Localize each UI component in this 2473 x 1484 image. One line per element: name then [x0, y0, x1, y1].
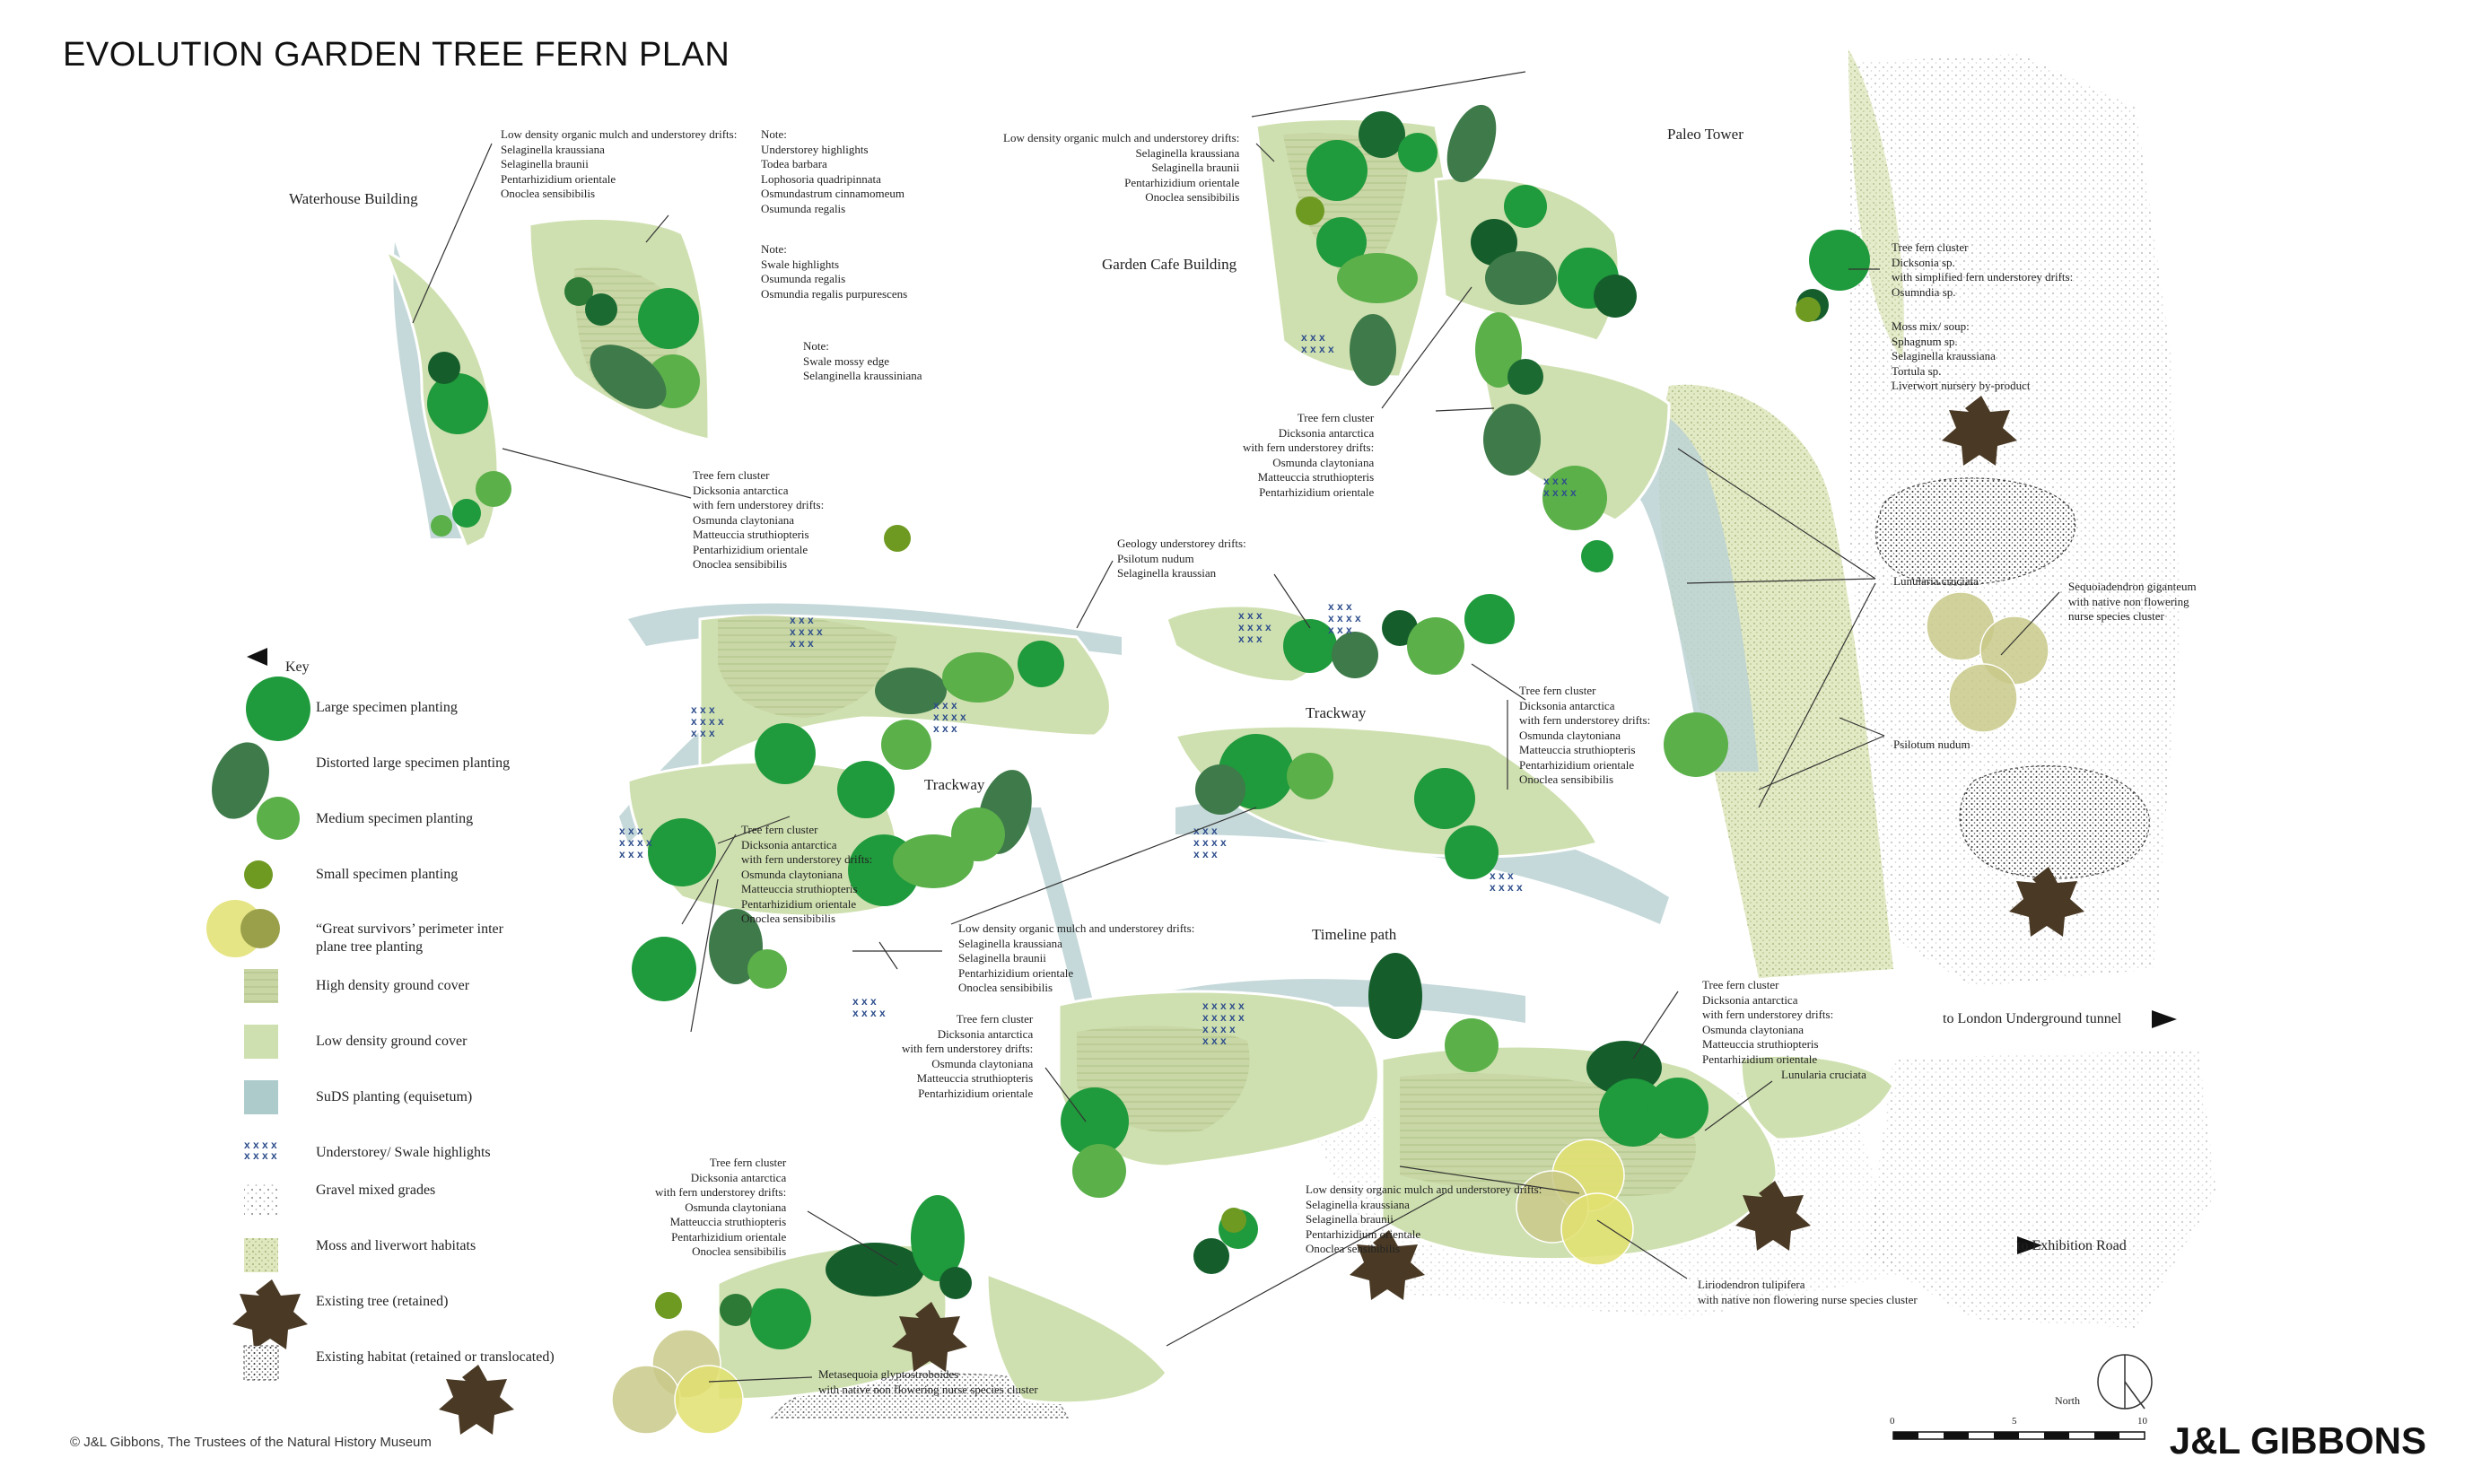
svg-text:x x x: x x x — [933, 699, 957, 711]
note-metasequoia: Metasequoia glyptostroboides with native… — [818, 1367, 1038, 1396]
note-moss-mix: Moss mix/ soup: Sphagnum sp. Selaginella… — [1892, 319, 2031, 392]
brand-logo: J&L GIBBONS — [2169, 1419, 2426, 1462]
small-specimens — [655, 196, 1821, 1319]
place-paleo-tower: Paleo Tower — [1667, 126, 1743, 143]
svg-text:x x x x: x x x x — [1238, 621, 1271, 633]
scale-bar — [1892, 1431, 2145, 1440]
key-item-existing-habitat: Existing habitat (retained or translocat… — [316, 1349, 555, 1365]
note-lunularia-south: Lunularia cruciata — [1781, 1068, 1866, 1081]
note-swale-mossy-edge: Note: Swale mossy edge Selanginella krau… — [803, 339, 922, 382]
specimen-plantings — [427, 104, 1870, 1349]
note-geology-understorey: Geology understorey drifts: Psilotum nud… — [1117, 537, 1246, 580]
svg-text:x x x x: x x x x — [1543, 486, 1577, 499]
svg-text:x x x: x x x — [1328, 600, 1352, 613]
existing-habitat-areas — [770, 477, 2150, 1419]
note-cafe-mulch: Low density organic mulch and understore… — [1003, 131, 1240, 204]
svg-text:x x x x: x x x x — [852, 1007, 886, 1019]
svg-text:x x x x: x x x x — [244, 1139, 277, 1151]
copyright-notice: © J&L Gibbons, The Trustees of the Natur… — [70, 1435, 432, 1450]
note-timeline-east-tree-fern: Tree fern cluster Dicksonia antarctica w… — [1702, 978, 1834, 1066]
note-paleo-tree-fern: Tree fern cluster Dicksonia sp. with sim… — [1892, 240, 2074, 299]
direction-exhibition-road: to Exhibition Road — [2017, 1238, 2127, 1253]
note-swale-highlights: Note: Swale highlights Osumunda regalis … — [761, 242, 908, 301]
key-item-high-density: High density ground cover — [316, 978, 470, 993]
existing-trees — [439, 396, 2084, 1435]
note-trackway-mulch: Low density organic mulch and understore… — [958, 921, 1195, 994]
key-item-gravel: Gravel mixed grades — [316, 1183, 436, 1198]
direction-london-underground: to London Underground tunnel — [1943, 1011, 2122, 1026]
note-trackway-west-tree-fern: Tree fern cluster Dicksonia antarctica w… — [741, 823, 873, 925]
swale-highlights: x x xx x x xx x x x x xx x x xx x x x x … — [619, 331, 1577, 1047]
svg-text:x x x x: x x x x — [1193, 836, 1227, 849]
svg-text:x x x x: x x x x — [244, 1149, 277, 1162]
svg-text:x x x: x x x — [1490, 869, 1514, 882]
svg-text:x x x x x: x x x x x — [1202, 1011, 1245, 1024]
scale-label-10: 10 — [2137, 1416, 2147, 1427]
svg-text:x x x: x x x — [1193, 825, 1218, 837]
note-lunularia-north: Lunularia cruciata — [1893, 574, 1979, 588]
note-waterhouse-mulch: Low density organic mulch and understore… — [501, 127, 738, 200]
svg-text:x x x x: x x x x — [1301, 343, 1334, 355]
key-item-survivors: “Great survivors’ perimeter inter plane … — [316, 921, 503, 955]
svg-text:x x x: x x x — [1238, 633, 1263, 645]
key-item-small: Small specimen planting — [316, 867, 459, 882]
key-item-large: Large specimen planting — [316, 700, 458, 715]
svg-text:x x x x: x x x x — [1202, 1023, 1236, 1035]
survivor-clusters — [611, 591, 2049, 1435]
svg-text:x x x: x x x — [790, 614, 814, 626]
svg-text:x x x: x x x — [619, 825, 643, 837]
svg-text:x x x x: x x x x — [1490, 881, 1523, 894]
svg-text:x x x x x: x x x x x — [1202, 1000, 1245, 1012]
svg-text:x x x: x x x — [1301, 331, 1325, 344]
svg-text:x x x: x x x — [619, 848, 643, 860]
key-item-low-density: Low density ground cover — [316, 1034, 468, 1049]
leader-lines — [412, 71, 2060, 1383]
svg-text:x x x x: x x x x — [1328, 612, 1361, 624]
place-trackway-west: Trackway — [924, 776, 985, 793]
note-trackway-tree-fern: Tree fern cluster Dicksonia antarctica w… — [1519, 684, 1651, 786]
svg-text:x x x: x x x — [852, 995, 877, 1008]
svg-text:x x x: x x x — [691, 703, 715, 716]
note-sequoiadendron: Sequoiadendron giganteum with native non… — [2068, 580, 2197, 623]
key-item-existing-tree: Existing tree (retained) — [316, 1294, 449, 1309]
svg-text:x x x: x x x — [1202, 1034, 1227, 1047]
key-item-suds: SuDS planting (equisetum) — [316, 1089, 473, 1104]
north-arrow — [2097, 1354, 2153, 1410]
key-item-distorted: Distorted large specimen planting — [316, 755, 511, 771]
scale-label-0: 0 — [1890, 1416, 1895, 1427]
key-heading: Key — [285, 659, 310, 675]
key-item-moss: Moss and liverwort habitats — [316, 1238, 476, 1253]
key-item-medium: Medium specimen planting — [316, 811, 474, 826]
note-southwest-tree-fern: Tree fern cluster Dicksonia antarctica w… — [655, 1156, 787, 1258]
note-understorey-highlights: Note: Understorey highlights Todea barba… — [761, 127, 904, 215]
page-title: EVOLUTION GARDEN TREE FERN PLAN — [63, 36, 730, 74]
note-cafe-tree-fern: Tree fern cluster Dicksonia antarctica w… — [1243, 411, 1375, 499]
place-timeline-path: Timeline path — [1312, 926, 1397, 943]
key-symbols: x x x x x x x x — [206, 648, 310, 1381]
note-psilotum: Psilotum nudum — [1893, 738, 1971, 751]
note-timeline-mulch: Low density organic mulch and understore… — [1306, 1183, 1542, 1255]
svg-text:x x x x: x x x x — [790, 625, 823, 638]
svg-text:x x x x: x x x x — [933, 711, 966, 723]
svg-text:x x x: x x x — [1328, 624, 1352, 636]
key-item-swale: Understorey/ Swale highlights — [316, 1145, 491, 1160]
north-label: North — [2055, 1394, 2080, 1407]
svg-text:x x x: x x x — [933, 722, 957, 735]
svg-text:x x x x: x x x x — [619, 836, 652, 849]
note-liriodendron: Liriodendron tulipifera with native non … — [1698, 1278, 1918, 1306]
svg-text:x x x: x x x — [790, 637, 814, 650]
svg-text:x x x: x x x — [1238, 609, 1263, 622]
note-timeline-tree-fern: Tree fern cluster Dicksonia antarctica w… — [902, 1012, 1034, 1100]
scale-label-5: 5 — [2012, 1416, 2017, 1427]
note-waterhouse-tree-fern: Tree fern cluster Dicksonia antarctica w… — [693, 468, 825, 571]
svg-text:x x x: x x x — [691, 727, 715, 739]
svg-text:x x x x: x x x x — [691, 715, 724, 728]
svg-text:x x x: x x x — [1543, 475, 1568, 487]
place-trackway-east: Trackway — [1306, 704, 1367, 721]
direction-arrows — [2017, 1010, 2177, 1254]
place-waterhouse-building: Waterhouse Building — [289, 190, 418, 207]
place-garden-cafe-building: Garden Cafe Building — [1102, 256, 1237, 273]
svg-text:x x x: x x x — [1193, 848, 1218, 860]
